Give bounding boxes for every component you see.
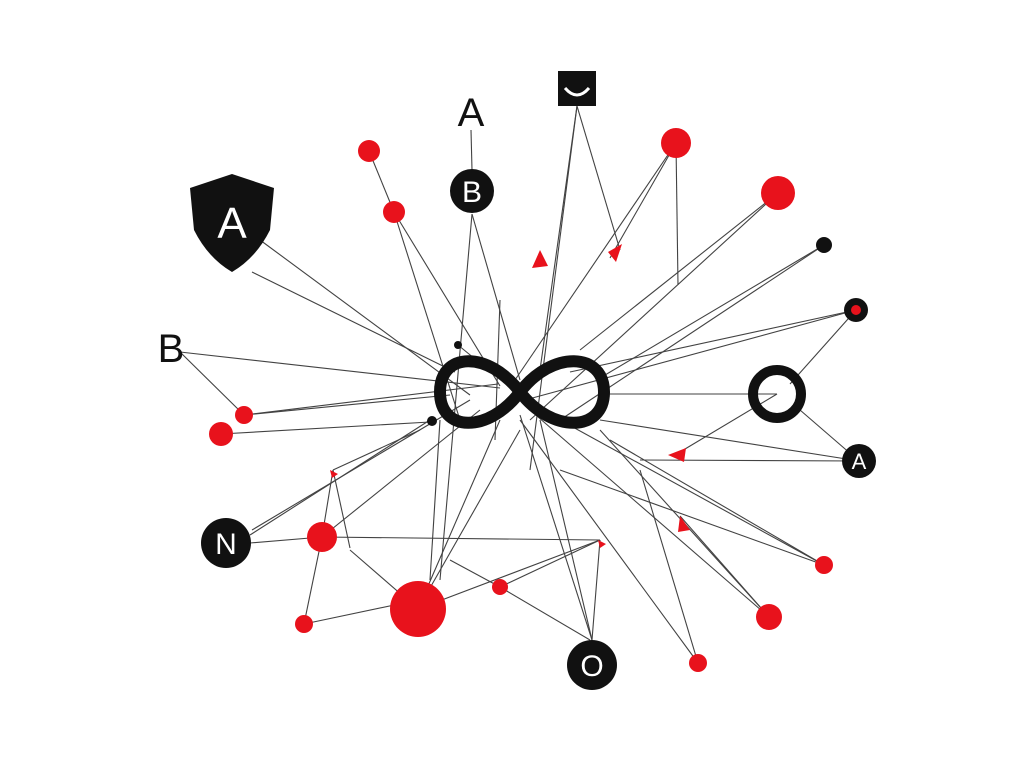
arrowhead — [598, 540, 606, 548]
connection-line — [429, 419, 441, 581]
red-node-group — [209, 128, 833, 672]
badge-o: O — [567, 640, 617, 690]
red-node — [295, 615, 313, 633]
connection-line — [179, 351, 245, 416]
badge-a-right: A — [842, 444, 876, 478]
black-node — [427, 416, 437, 426]
connection-line — [417, 419, 501, 610]
connection-line — [243, 383, 499, 416]
connection-line — [789, 309, 857, 385]
red-node — [307, 522, 337, 552]
arrowhead — [678, 516, 690, 532]
red-node — [661, 128, 691, 158]
target-node — [844, 298, 868, 322]
connection-line — [519, 414, 593, 641]
connection-line — [449, 559, 501, 588]
connection-line — [332, 469, 351, 549]
connection-line — [321, 409, 481, 538]
connection-line — [639, 469, 699, 664]
badge-n-letter: N — [215, 528, 237, 561]
connection-line — [524, 309, 857, 401]
shield-icon: A — [190, 174, 274, 272]
connection-line — [599, 419, 860, 462]
connection-line — [576, 105, 621, 251]
label-left-b: B — [158, 327, 185, 371]
connection-line — [591, 539, 601, 641]
connection-line — [609, 439, 825, 566]
red-node — [209, 422, 233, 446]
connection-line — [499, 539, 601, 588]
red-node — [689, 654, 707, 672]
connection-line — [251, 271, 456, 373]
connection-line — [470, 129, 473, 171]
red-node — [761, 176, 795, 210]
black-node — [454, 341, 462, 349]
badge-a-right-letter: A — [852, 449, 867, 474]
arrowhead — [330, 470, 338, 478]
connection-line — [499, 586, 591, 641]
connection-line — [321, 536, 601, 541]
connection-line — [393, 211, 501, 387]
connection-line — [332, 429, 421, 471]
red-node — [358, 140, 380, 162]
badge-n: N — [201, 518, 251, 568]
connection-line — [559, 469, 825, 566]
connection-line — [675, 142, 679, 286]
connection-line — [679, 515, 770, 618]
smile-box-icon — [558, 71, 596, 106]
badge-o-letter: O — [580, 650, 603, 683]
connection-line — [417, 539, 601, 610]
red-node — [235, 406, 253, 424]
connection-line — [471, 213, 521, 381]
connection-line — [539, 419, 593, 641]
shield-letter: A — [217, 199, 247, 248]
red-node — [756, 604, 782, 630]
arrowhead — [608, 244, 622, 262]
connection-line — [639, 459, 860, 462]
connection-line — [529, 192, 779, 421]
red-node — [815, 556, 833, 574]
infinity-icon — [434, 355, 610, 429]
connection-line — [259, 239, 471, 396]
connection-line — [519, 419, 699, 664]
label-top-a: A — [458, 91, 485, 135]
connection-line — [569, 309, 857, 373]
connection-line — [243, 394, 451, 416]
connection-line — [679, 393, 778, 453]
black-dot-group — [427, 237, 832, 426]
connection-line — [529, 409, 770, 618]
red-node — [492, 579, 508, 595]
black-node — [816, 237, 832, 253]
connection-line — [439, 213, 473, 581]
red-node — [383, 201, 405, 223]
ring-node — [748, 365, 806, 423]
badge-b-letter: B — [462, 176, 482, 209]
connection-line — [417, 429, 521, 610]
red-node-large — [390, 581, 446, 637]
connection-line — [579, 192, 779, 351]
connection-line — [514, 142, 677, 381]
arrowhead — [532, 250, 548, 268]
connection-line — [599, 244, 825, 379]
arrowhead — [668, 448, 686, 462]
connection-line — [393, 211, 461, 421]
connection-line — [220, 421, 431, 435]
connection-line — [609, 142, 677, 259]
arrowhead-group — [330, 244, 690, 548]
badge-b: B — [450, 169, 494, 213]
